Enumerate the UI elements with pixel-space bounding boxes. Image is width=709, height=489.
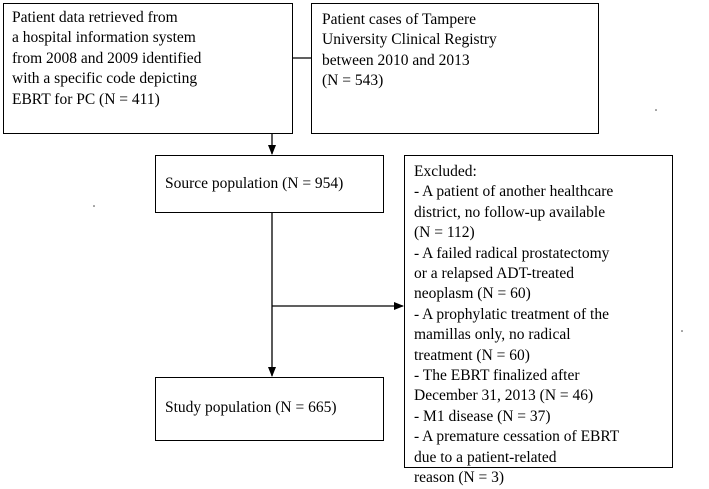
excluded-line: neoplasm (N = 60) [414, 285, 531, 303]
study-population-label: Study population (N = 665) [165, 399, 337, 416]
excluded-line: district, no follow-up available [414, 203, 606, 221]
registry-source-box: Patient cases of Tampere University Clin… [311, 3, 599, 134]
registry-source-line: Patient cases of Tampere [322, 11, 477, 28]
excluded-line: due to a patient-related [414, 448, 557, 466]
registry-source-line: between 2010 and 2013 [322, 51, 470, 69]
excluded-line: reason (N = 3) [414, 469, 505, 487]
excluded-line: - M1 disease (N = 37) [414, 407, 551, 425]
excluded-line: or a relapsed ADT-treated [414, 265, 574, 283]
excluded-box: Excluded: - A patient of another healthc… [404, 155, 673, 486]
excluded-line: - A patient of another healthcare [414, 183, 614, 201]
hospital-source-line: a hospital information system [12, 29, 196, 47]
excluded-line: - A prophylatic treatment of the [414, 305, 609, 323]
excluded-line: (N = 112) [414, 224, 475, 242]
study-population-box: Study population (N = 665) [155, 377, 384, 441]
scan-speck [655, 109, 657, 111]
excluded-line: - The EBRT finalized after [414, 367, 580, 385]
registry-source-line: (N = 543) [322, 72, 384, 90]
excluded-title: Excluded: [414, 163, 477, 180]
source-population-box: Source population (N = 954) [155, 155, 384, 213]
excluded-line: December 31, 2013 (N = 46) [414, 387, 594, 405]
excluded-line: mamillas only, no radical [414, 326, 571, 344]
scan-speck [681, 330, 683, 332]
hospital-source-box: Patient data retrieved from a hospital i… [3, 3, 293, 134]
registry-source-line: University Clinical Registry [322, 31, 497, 49]
scan-speck [93, 205, 95, 207]
hospital-source-line: with a specific code depicting [12, 70, 198, 88]
source-population-label: Source population (N = 954) [165, 175, 344, 192]
hospital-source-line: Patient data retrieved from [12, 9, 178, 26]
excluded-line: - A premature cessation of EBRT [414, 428, 620, 446]
hospital-source-line: EBRT for PC (N = 411) [12, 90, 160, 108]
excluded-line: treatment (N = 60) [414, 346, 530, 364]
hospital-source-line: from 2008 and 2009 identified [12, 49, 202, 67]
excluded-line: - A failed radical prostatectomy [414, 244, 610, 262]
